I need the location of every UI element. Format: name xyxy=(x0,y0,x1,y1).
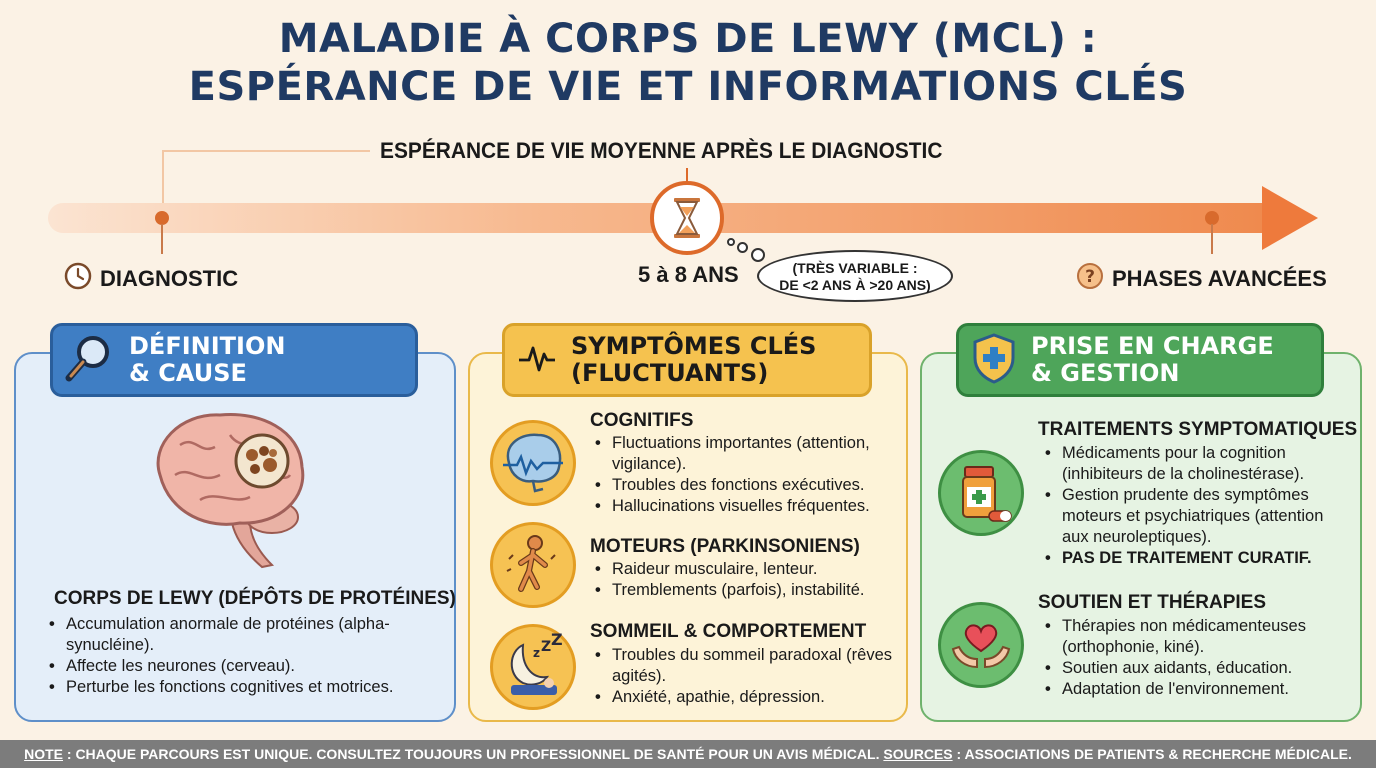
list-item: Accumulation anormale de protéines (alph… xyxy=(46,614,446,656)
list-item: Médicaments pour la cognition (inhibiteu… xyxy=(1042,443,1350,485)
thought-puff-medium xyxy=(737,242,748,253)
list-item: Gestion prudente des symptômes moteurs e… xyxy=(1042,485,1350,548)
symptoms-header: SYMPTÔMES CLÉS (FLUCTUANTS) xyxy=(502,323,872,397)
sleep-bullets: Troubles du sommeil paradoxal (rêves agi… xyxy=(592,645,898,708)
svg-text:Z: Z xyxy=(541,639,551,655)
brain-icon xyxy=(140,405,320,579)
list-item: Hallucinations visuelles fréquentes. xyxy=(592,496,898,517)
timeline-start-tick xyxy=(161,224,163,254)
page-title-line2: ESPÉRANCE DE VIE ET INFORMATIONS CLÉS xyxy=(188,64,1188,110)
shield-cross-icon xyxy=(971,332,1017,388)
care-header: PRISE EN CHARGE & GESTION xyxy=(956,323,1324,397)
thought-puff-large xyxy=(751,248,765,262)
list-item: Troubles du sommeil paradoxal (rêves agi… xyxy=(592,645,898,687)
hourglass-icon xyxy=(650,181,724,255)
treatments-bullets: Médicaments pour la cognition (inhibiteu… xyxy=(1042,443,1350,569)
sources-label: SOURCES xyxy=(883,746,953,762)
magnifier-icon xyxy=(63,332,115,388)
sleep-moon-icon: z Z Z xyxy=(490,624,576,710)
list-item: Anxiété, apathie, dépression. xyxy=(592,687,898,708)
list-item-no-cure: PAS DE TRAITEMENT CURATIF. xyxy=(1042,548,1350,569)
treatments-title: TRAITEMENTS SYMPTOMATIQUES xyxy=(1038,419,1358,440)
definition-header: DÉFINITION & CAUSE xyxy=(50,323,418,397)
hourglass-stem xyxy=(686,168,688,182)
question-icon: ? xyxy=(1076,262,1104,296)
timeline-start-dot xyxy=(155,211,169,225)
timeline-middle-label: 5 à 8 ANS xyxy=(638,262,739,287)
hands-heart-icon xyxy=(938,602,1024,688)
sources-text: : ASSOCIATIONS DE PATIENTS & RECHERCHE M… xyxy=(952,746,1352,762)
pulse-icon xyxy=(517,340,557,380)
sleep-title: SOMMEIL & COMPORTEMENT xyxy=(590,621,867,642)
footer-note: NOTE : CHAQUE PARCOURS EST UNIQUE. CONSU… xyxy=(0,740,1376,768)
definition-bullets: Accumulation anormale de protéines (alph… xyxy=(46,614,446,698)
list-item: Thérapies non médicamenteuses (orthophon… xyxy=(1042,616,1350,658)
svg-text:z: z xyxy=(533,646,540,660)
timeline-start-label: DIAGNOSTIC xyxy=(64,262,238,296)
variability-bubble: (TRÈS VARIABLE : DE <2 ANS À >20 ANS) xyxy=(757,250,953,302)
list-item: Troubles des fonctions exécutives. xyxy=(592,475,898,496)
thought-puff-small xyxy=(727,238,735,246)
brain-wave-icon xyxy=(490,420,576,506)
note-label: NOTE xyxy=(24,746,63,762)
timeline-end-dot xyxy=(1205,211,1219,225)
cognitive-title: COGNITIFS xyxy=(590,410,694,431)
cognitive-bullets: Fluctuations importantes (attention, vig… xyxy=(592,433,898,517)
timeline-heading: ESPÉRANCE DE VIE MOYENNE APRÈS LE DIAGNO… xyxy=(380,138,943,163)
svg-text:Z: Z xyxy=(551,630,563,649)
definition-section-title: CORPS DE LEWY (DÉPÔTS DE PROTÉINES) xyxy=(54,588,456,609)
list-item: Tremblements (parfois), instabilité. xyxy=(592,580,898,601)
page-title-line1: MALADIE À CORPS DE LEWY (MCL) : xyxy=(278,16,1098,62)
motor-bullets: Raideur musculaire, lenteur. Tremblement… xyxy=(592,559,898,601)
timeline-end-tick xyxy=(1211,224,1213,254)
list-item: Adaptation de l'environnement. xyxy=(1042,679,1350,700)
note-text: : CHAQUE PARCOURS EST UNIQUE. CONSULTEZ … xyxy=(63,746,884,762)
motor-title: MOTEURS (PARKINSONIENS) xyxy=(590,536,860,557)
list-item: Perturbe les fonctions cognitives et mot… xyxy=(46,677,446,698)
list-item: Fluctuations importantes (attention, vig… xyxy=(592,433,898,475)
list-item: Soutien aux aidants, éducation. xyxy=(1042,658,1350,679)
medicine-bottle-icon xyxy=(938,450,1024,536)
list-item: Raideur musculaire, lenteur. xyxy=(592,559,898,580)
list-item: Affecte les neurones (cerveau). xyxy=(46,656,446,677)
timeline-arrowhead xyxy=(1262,186,1318,250)
walking-person-icon xyxy=(490,522,576,608)
support-bullets: Thérapies non médicamenteuses (orthophon… xyxy=(1042,616,1350,700)
clock-icon xyxy=(64,262,92,296)
timeline-bracket xyxy=(162,150,370,220)
support-title: SOUTIEN ET THÉRAPIES xyxy=(1038,592,1267,613)
svg-text:?: ? xyxy=(1085,267,1095,287)
timeline-end-label: ? PHASES AVANCÉES xyxy=(1076,262,1327,296)
